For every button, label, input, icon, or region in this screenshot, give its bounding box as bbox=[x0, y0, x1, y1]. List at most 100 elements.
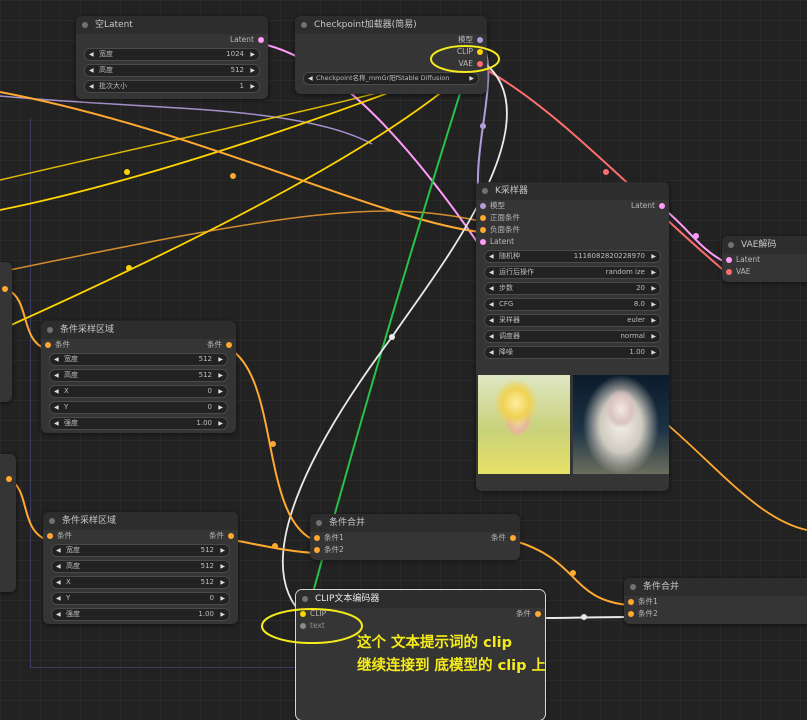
decrement-arrow-icon[interactable]: ◀ bbox=[89, 67, 94, 74]
decrement-arrow-icon[interactable]: ◀ bbox=[56, 579, 61, 586]
increment-arrow-icon[interactable]: ▶ bbox=[220, 579, 225, 586]
increment-arrow-icon[interactable]: ▶ bbox=[250, 67, 255, 74]
latent-pin[interactable] bbox=[258, 37, 264, 43]
slot-conditioning[interactable]: 条件 条件 bbox=[43, 530, 238, 542]
node-conditioning-combine-2[interactable]: 条件合并 条件1 条件2 bbox=[624, 578, 807, 624]
increment-arrow-icon[interactable]: ▶ bbox=[469, 75, 474, 82]
slot-conditioning[interactable]: 条件 条件 bbox=[41, 339, 236, 351]
decrement-arrow-icon[interactable]: ◀ bbox=[56, 547, 61, 554]
node-title[interactable]: Checkpoint加载器(简易) bbox=[295, 16, 487, 34]
input-slot-conditioning-2[interactable]: 条件2 bbox=[310, 544, 520, 556]
text-pin[interactable] bbox=[300, 623, 306, 629]
increment-arrow-icon[interactable]: ▶ bbox=[651, 301, 656, 308]
collapse-dot[interactable] bbox=[301, 22, 307, 28]
image-preview[interactable] bbox=[476, 375, 670, 474]
input-slot-negative[interactable]: 负面条件 bbox=[476, 224, 669, 236]
decrement-arrow-icon[interactable]: ◀ bbox=[56, 611, 61, 618]
decrement-arrow-icon[interactable]: ◀ bbox=[489, 301, 494, 308]
node-title[interactable]: 条件采样区域 bbox=[41, 321, 236, 339]
increment-arrow-icon[interactable]: ▶ bbox=[220, 563, 225, 570]
decrement-arrow-icon[interactable]: ◀ bbox=[54, 372, 59, 379]
increment-arrow-icon[interactable]: ▶ bbox=[218, 420, 223, 427]
node-title[interactable]: VAE解码 bbox=[722, 236, 807, 254]
conditioning-pin[interactable] bbox=[226, 342, 232, 348]
clip-pin[interactable] bbox=[300, 611, 306, 617]
collapse-dot[interactable] bbox=[482, 188, 488, 194]
decrement-arrow-icon[interactable]: ◀ bbox=[489, 333, 494, 340]
increment-arrow-icon[interactable]: ▶ bbox=[220, 611, 225, 618]
increment-arrow-icon[interactable]: ▶ bbox=[218, 372, 223, 379]
increment-arrow-icon[interactable]: ▶ bbox=[250, 83, 255, 90]
output-pin[interactable] bbox=[2, 286, 8, 292]
preview-image-right[interactable] bbox=[573, 375, 669, 474]
increment-arrow-icon[interactable]: ▶ bbox=[651, 253, 656, 260]
input-slot-conditioning-1[interactable]: 条件1 bbox=[624, 596, 807, 608]
offscreen-node[interactable] bbox=[0, 262, 12, 402]
conditioning-pin[interactable] bbox=[510, 535, 516, 541]
model-pin[interactable] bbox=[477, 37, 483, 43]
clip-pin[interactable] bbox=[477, 49, 483, 55]
conditioning-pin[interactable] bbox=[628, 599, 634, 605]
node-checkpoint-loader[interactable]: Checkpoint加载器(简易) 模型 CLIP VAE ◀Checkpoin… bbox=[295, 16, 487, 94]
conditioning-pin[interactable] bbox=[480, 227, 486, 233]
latent-pin[interactable] bbox=[480, 239, 486, 245]
node-title[interactable]: 条件合并 bbox=[310, 514, 520, 532]
node-title[interactable]: 条件采样区域 bbox=[43, 512, 238, 530]
node-title[interactable]: CLIP文本编码器 bbox=[296, 590, 545, 608]
increment-arrow-icon[interactable]: ▶ bbox=[651, 349, 656, 356]
decrement-arrow-icon[interactable]: ◀ bbox=[489, 317, 494, 324]
input-slot-conditioning-1[interactable]: 条件1 条件 bbox=[310, 532, 520, 544]
vae-pin[interactable] bbox=[477, 61, 483, 67]
node-conditioning-combine-1[interactable]: 条件合并 条件1 条件 条件2 bbox=[310, 514, 520, 560]
increment-arrow-icon[interactable]: ▶ bbox=[250, 51, 255, 58]
input-slot-model[interactable]: 模型 Latent bbox=[476, 200, 669, 212]
decrement-arrow-icon[interactable]: ◀ bbox=[56, 563, 61, 570]
slot-text[interactable]: text bbox=[296, 620, 545, 632]
output-pin[interactable] bbox=[6, 476, 12, 482]
increment-arrow-icon[interactable]: ▶ bbox=[218, 356, 223, 363]
decrement-arrow-icon[interactable]: ◀ bbox=[489, 285, 494, 292]
decrement-arrow-icon[interactable]: ◀ bbox=[489, 253, 494, 260]
decrement-arrow-icon[interactable]: ◀ bbox=[54, 356, 59, 363]
increment-arrow-icon[interactable]: ▶ bbox=[220, 595, 225, 602]
input-slot-positive[interactable]: 正面条件 bbox=[476, 212, 669, 224]
decrement-arrow-icon[interactable]: ◀ bbox=[489, 349, 494, 356]
decrement-arrow-icon[interactable]: ◀ bbox=[54, 404, 59, 411]
increment-arrow-icon[interactable]: ▶ bbox=[218, 388, 223, 395]
output-slot-clip[interactable]: CLIP bbox=[295, 46, 487, 58]
increment-arrow-icon[interactable]: ▶ bbox=[218, 404, 223, 411]
latent-pin[interactable] bbox=[726, 257, 732, 263]
model-pin[interactable] bbox=[480, 203, 486, 209]
increment-arrow-icon[interactable]: ▶ bbox=[651, 285, 656, 292]
increment-arrow-icon[interactable]: ▶ bbox=[220, 547, 225, 554]
output-slot-latent[interactable]: Latent bbox=[76, 34, 268, 46]
node-title[interactable]: 条件合并 bbox=[624, 578, 807, 596]
decrement-arrow-icon[interactable]: ◀ bbox=[89, 51, 94, 58]
increment-arrow-icon[interactable]: ▶ bbox=[651, 269, 656, 276]
collapse-dot[interactable] bbox=[728, 242, 734, 248]
decrement-arrow-icon[interactable]: ◀ bbox=[56, 595, 61, 602]
slot-clip[interactable]: CLIP 条件 bbox=[296, 608, 545, 620]
collapse-dot[interactable] bbox=[630, 584, 636, 590]
node-title[interactable]: K采样器 bbox=[476, 182, 669, 200]
conditioning-pin[interactable] bbox=[628, 611, 634, 617]
conditioning-pin[interactable] bbox=[314, 535, 320, 541]
